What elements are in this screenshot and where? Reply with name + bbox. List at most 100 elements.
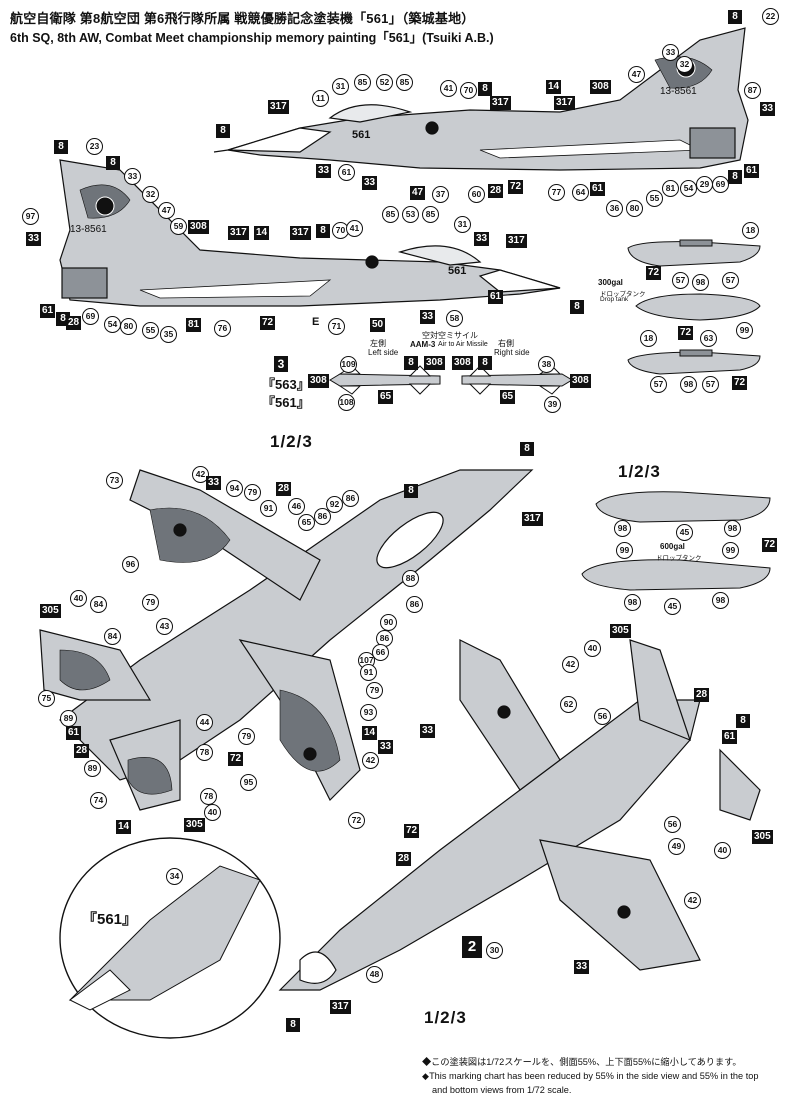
version-label-tanks: 1/2/3	[618, 462, 661, 481]
callout-317: 317	[554, 96, 575, 110]
callout-33: 33	[662, 44, 679, 61]
version-label-bottom: 1/2/3	[424, 1008, 467, 1027]
callout-53: 53	[402, 206, 419, 223]
callout-80: 80	[626, 200, 643, 217]
callout-32: 32	[142, 186, 159, 203]
callout-31: 31	[332, 78, 349, 95]
callout-56: 56	[664, 816, 681, 833]
drop-tank-300-group	[627, 239, 761, 375]
callout-56: 56	[594, 708, 611, 725]
scale-note-en-line2: and bottom views from 1/72 scale.	[432, 1085, 572, 1095]
callout-28: 28	[276, 482, 292, 496]
missile-left	[329, 365, 441, 395]
callout-317: 317	[290, 226, 311, 240]
callout-33: 33	[474, 232, 490, 246]
callout-109: 109	[340, 356, 357, 373]
callout-33: 33	[316, 164, 332, 178]
callout-43: 43	[156, 618, 173, 635]
missile-left-en: Left side	[368, 348, 399, 357]
callout-28: 28	[488, 184, 504, 198]
callout-81: 81	[662, 180, 679, 197]
callout-22: 22	[762, 8, 779, 25]
callout-40: 40	[584, 640, 601, 657]
callout-79: 79	[366, 682, 383, 699]
callout-88: 88	[402, 570, 419, 587]
callout-305: 305	[40, 604, 61, 618]
callout-62: 62	[560, 696, 577, 713]
callout-72: 72	[348, 812, 365, 829]
callout-85: 85	[354, 74, 371, 91]
callout-47: 47	[410, 186, 426, 200]
callout-72: 72	[508, 180, 524, 194]
side-view-lower: 13-8561 561	[59, 159, 561, 307]
callout-54: 54	[680, 180, 697, 197]
drop-tank-600-group	[581, 491, 771, 591]
tank600-jp: ドロップタンク	[656, 555, 702, 562]
callout-33: 33	[760, 102, 776, 116]
missile-title-en: AAM-3	[410, 340, 436, 349]
callout-317: 317	[330, 1000, 351, 1014]
callout-91: 91	[260, 500, 277, 517]
callout-66: 66	[372, 644, 389, 661]
callout-72: 72	[732, 376, 748, 390]
variant-561: 『561』	[262, 395, 310, 410]
tank600-label: 600gal	[660, 542, 685, 551]
callout-45: 45	[664, 598, 681, 615]
nose-number-upper: 561	[352, 129, 370, 141]
callout-308: 308	[570, 374, 591, 388]
callout-29: 29	[696, 176, 713, 193]
callout-42: 42	[362, 752, 379, 769]
callout-85: 85	[382, 206, 399, 223]
callout-97: 97	[22, 208, 39, 225]
callout-8: 8	[736, 714, 750, 728]
callout-99: 99	[722, 542, 739, 559]
nose-number-lower: 561	[448, 265, 466, 277]
callout-47: 47	[628, 66, 645, 83]
callout-28: 28	[66, 316, 82, 330]
callout-90: 90	[380, 614, 397, 631]
callout-23: 23	[86, 138, 103, 155]
callout-92: 92	[326, 496, 343, 513]
variant-label-box: 3	[274, 356, 288, 372]
callout-108: 108	[338, 394, 355, 411]
callout-14: 14	[362, 726, 378, 740]
callout-11: 11	[312, 90, 329, 107]
callout-14: 14	[116, 820, 132, 834]
callout-79: 79	[244, 484, 261, 501]
callout-61: 61	[744, 164, 760, 178]
callout-78: 78	[200, 788, 217, 805]
callout-57: 57	[672, 272, 689, 289]
callout-305: 305	[184, 818, 205, 832]
callout-78: 78	[196, 744, 213, 761]
missile-right	[461, 365, 573, 395]
scale-note-jp: ◆この塗装図は1/72スケールを、側面55%、上下面55%に縮小してあります。	[422, 1057, 742, 1067]
callout-69: 69	[712, 176, 729, 193]
inset-oval	[59, 837, 281, 1039]
callout-8: 8	[728, 10, 742, 24]
callout-52: 52	[376, 74, 393, 91]
callout-40: 40	[714, 842, 731, 859]
callout-31: 31	[454, 216, 471, 233]
callout-81: 81	[186, 318, 202, 332]
callout-69: 69	[82, 308, 99, 325]
callout-28: 28	[694, 688, 710, 702]
callout-8: 8	[106, 156, 120, 170]
callout-18: 18	[742, 222, 759, 239]
callout-71: 71	[328, 318, 345, 335]
callout-55: 55	[142, 322, 159, 339]
callout-33: 33	[26, 232, 42, 246]
missile-left-jp: 左側	[370, 339, 386, 348]
callout-45: 45	[676, 524, 693, 541]
chart-title-jp: 航空自衛隊 第8航空団 第6飛行隊所属 戦競優勝記念塗装機「561」（築城基地）	[10, 11, 475, 26]
callout-308: 308	[590, 80, 611, 94]
callout-8: 8	[570, 300, 584, 314]
callout-2-badge: 2	[462, 936, 482, 958]
callout-8: 8	[478, 356, 492, 370]
callout-65: 65	[298, 514, 315, 531]
callout-86: 86	[406, 596, 423, 613]
callout-57: 57	[650, 376, 667, 393]
callout-305: 305	[752, 830, 773, 844]
callout-317: 317	[506, 234, 527, 248]
callout-98: 98	[712, 592, 729, 609]
scale-note-en-line1: ◆This marking chart has been reduced by …	[422, 1071, 759, 1081]
